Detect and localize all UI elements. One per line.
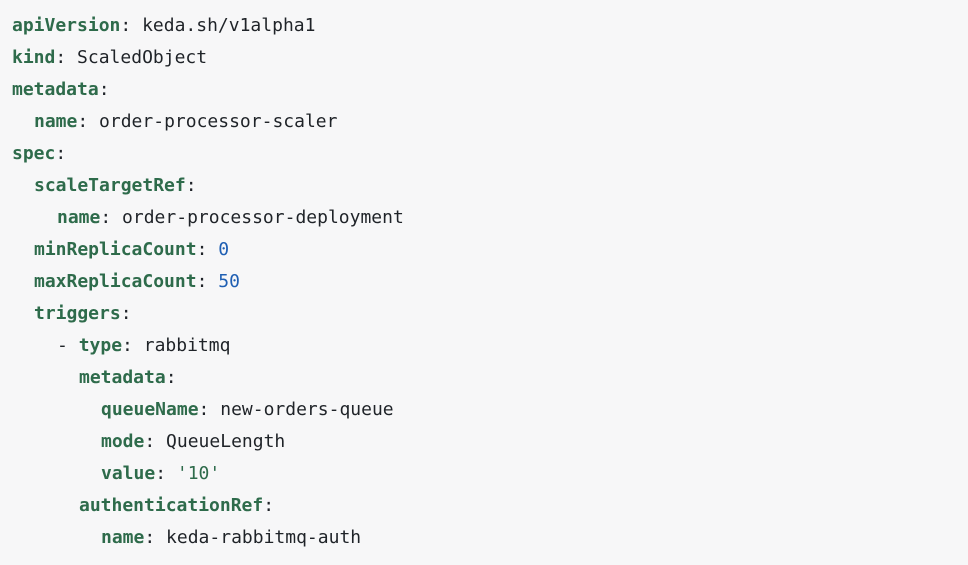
code-line-metadata: metadata: <box>12 79 110 100</box>
code-line-triggers: triggers: <box>34 303 132 324</box>
yaml-value: order-processor-deployment <box>122 207 404 228</box>
yaml-key: maxReplicaCount <box>34 271 197 292</box>
code-line-authenticationref: authenticationRef: <box>79 495 275 516</box>
yaml-value: QueueLength <box>166 431 286 452</box>
code-line-spec: spec: <box>12 143 67 164</box>
yaml-value: keda.sh/v1alpha1 <box>142 15 316 36</box>
yaml-key: metadata <box>12 79 99 100</box>
yaml-key: value <box>101 463 156 484</box>
yaml-key: apiVersion <box>12 15 121 36</box>
code-line-trigger-metadata: metadata: <box>79 367 177 388</box>
yaml-key: authenticationRef <box>79 495 264 516</box>
yaml-key: mode <box>101 431 145 452</box>
yaml-value: keda-rabbitmq-auth <box>166 527 362 548</box>
yaml-key: triggers <box>34 303 121 324</box>
code-line-minreplicacount: minReplicaCount: 0 <box>34 239 230 260</box>
code-line-mode: mode: QueueLength <box>101 431 286 452</box>
code-line-maxreplicacount: maxReplicaCount: 50 <box>34 271 240 292</box>
code-line-metadata-name: name: order-processor-scaler <box>34 111 338 132</box>
code-line-authenticationref-name: name: keda-rabbitmq-auth <box>101 527 362 548</box>
yaml-key: queueName <box>101 399 199 420</box>
yaml-number-value: 0 <box>218 239 230 260</box>
code-line-kind: kind: ScaledObject <box>12 47 208 68</box>
yaml-key: kind <box>12 47 56 68</box>
yaml-value: order-processor-scaler <box>99 111 338 132</box>
code-line-scaletargetref-name: name: order-processor-deployment <box>57 207 404 228</box>
code-line-queuename: queueName: new-orders-queue <box>101 399 394 420</box>
code-line-value: value: '10' <box>101 463 221 484</box>
yaml-number-value: 50 <box>218 271 240 292</box>
code-line-apiversion: apiVersion: keda.sh/v1alpha1 <box>12 15 316 36</box>
yaml-value: ScaledObject <box>77 47 208 68</box>
yaml-key: metadata <box>79 367 166 388</box>
yaml-key: scaleTargetRef <box>34 175 186 196</box>
yaml-value: rabbitmq <box>143 335 231 356</box>
yaml-key: minReplicaCount <box>34 239 197 260</box>
yaml-string-value: '10' <box>176 463 221 484</box>
code-line-scaletargetref: scaleTargetRef: <box>34 175 197 196</box>
yaml-key: name <box>34 111 78 132</box>
yaml-key: name <box>101 527 145 548</box>
yaml-list-dash: - <box>57 335 79 356</box>
yaml-key: spec <box>12 143 56 164</box>
yaml-key: name <box>57 207 101 228</box>
yaml-value: new-orders-queue <box>220 399 394 420</box>
code-line-trigger-type: - type: rabbitmq <box>57 335 231 356</box>
yaml-key: type <box>78 335 123 356</box>
